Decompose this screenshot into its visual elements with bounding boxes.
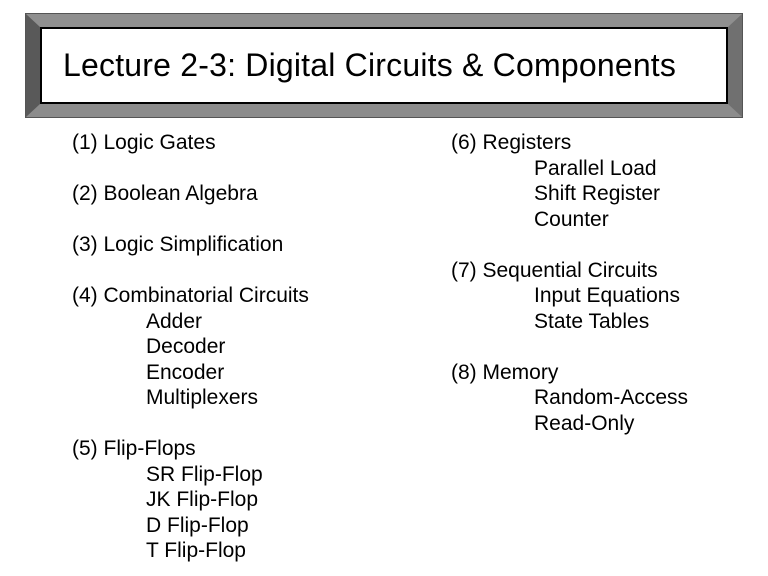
topic-list-right: (6) Registers Parallel Load Shift Regist… xyxy=(451,130,688,436)
topic-subitem: Read-Only xyxy=(534,411,635,435)
topic-heading: (7) Sequential Circuits xyxy=(451,258,658,282)
title-banner-face: Lecture 2-3: Digital Circuits & Componen… xyxy=(40,27,728,104)
topic-group-logic-simplification: (3) Logic Simplification xyxy=(72,232,309,258)
topic-heading: (6) Registers xyxy=(451,131,572,154)
topic-subitem: T Flip-Flop xyxy=(146,539,246,562)
topic-heading: (3) Logic Simplification xyxy=(72,233,284,256)
topic-group-logic-gates: (1) Logic Gates xyxy=(72,130,309,156)
topic-group-registers: (6) Registers Parallel Load Shift Regist… xyxy=(451,130,688,232)
topic-group-flip-flops: (5) Flip-Flops SR Flip-Flop JK Flip-Flop… xyxy=(72,436,309,564)
topic-subitem: D Flip-Flop xyxy=(146,513,249,537)
topic-group-memory: (8) Memory Random-Access Read-Only xyxy=(451,360,688,437)
topic-subitem: JK Flip-Flop xyxy=(146,488,259,511)
topic-list-left: (1) Logic Gates (2) Boolean Algebra (3) … xyxy=(72,130,309,564)
topic-subitem: Counter xyxy=(534,207,609,231)
topic-subitem: Shift Register xyxy=(534,182,661,205)
topic-heading: (2) Boolean Algebra xyxy=(72,182,258,205)
topic-subitem: Encoder xyxy=(146,360,225,384)
topic-subitem: Random-Access xyxy=(534,386,689,409)
topic-heading: (4) Combinatorial Circuits xyxy=(72,284,309,307)
topic-heading: (5) Flip-Flops xyxy=(72,437,196,460)
topic-group-boolean-algebra: (2) Boolean Algebra xyxy=(72,181,309,207)
topic-subitem: SR Flip-Flop xyxy=(146,462,263,486)
topic-subitem: Input Equations xyxy=(534,284,680,307)
slide-title: Lecture 2-3: Digital Circuits & Componen… xyxy=(63,47,677,83)
topic-heading: (8) Memory xyxy=(451,360,559,384)
topic-subitem: Multiplexers xyxy=(146,386,259,409)
title-banner: Lecture 2-3: Digital Circuits & Componen… xyxy=(25,13,743,118)
topic-heading: (1) Logic Gates xyxy=(72,131,216,154)
topic-subitem: State Tables xyxy=(534,309,650,333)
topic-subitem: Adder xyxy=(146,309,203,333)
topic-subitem: Decoder xyxy=(146,335,226,358)
topic-group-sequential-circuits: (7) Sequential Circuits Input Equations … xyxy=(451,258,688,335)
topic-group-combinatorial-circuits: (4) Combinatorial Circuits Adder Decoder… xyxy=(72,283,309,411)
topic-subitem: Parallel Load xyxy=(534,156,657,180)
